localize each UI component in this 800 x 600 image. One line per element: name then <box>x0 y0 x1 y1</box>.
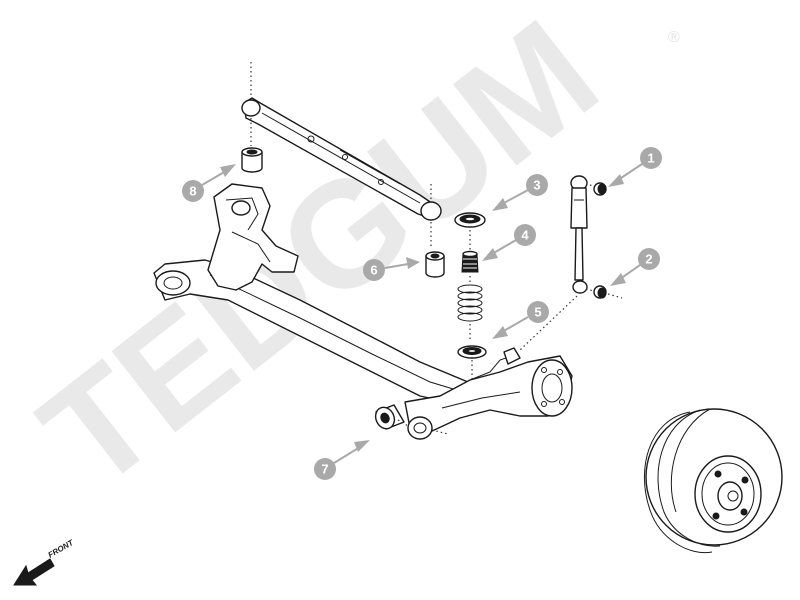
callout-8: 8 <box>182 164 236 202</box>
front-arrow-icon <box>13 558 55 586</box>
spring-seat-upper <box>454 212 486 250</box>
front-label: FRONT <box>47 538 76 560</box>
callout-label-6: 6 <box>370 263 377 278</box>
callout-label-1: 1 <box>647 151 654 166</box>
callout-2: 2 <box>610 248 660 286</box>
callout-label-2: 2 <box>645 252 652 267</box>
bushing-1 <box>593 182 607 196</box>
watermark-text: TEDGUM <box>11 0 627 520</box>
front-direction-indicator: FRONT <box>13 538 76 586</box>
callout-label-7: 7 <box>321 462 328 477</box>
axle-beam <box>153 183 573 440</box>
callout-1: 1 <box>608 147 662 187</box>
shock-absorber <box>519 175 623 351</box>
bushing-2 <box>593 285 607 299</box>
bushing-6 <box>425 251 445 278</box>
coil-spring <box>457 284 483 340</box>
wheel-tire <box>643 408 783 554</box>
callout-label-3: 3 <box>533 178 540 193</box>
spring-seat-lower <box>457 345 487 380</box>
callout-label-4: 4 <box>521 228 529 243</box>
callout-5: 5 <box>492 301 549 339</box>
callout-label-8: 8 <box>189 184 196 199</box>
callouts: 1 2 3 4 5 <box>182 147 662 480</box>
callout-7: 7 <box>314 440 370 480</box>
callout-6: 6 <box>363 257 420 281</box>
callout-3: 3 <box>492 174 548 211</box>
watermark-registered-mark: ® <box>668 29 680 46</box>
bushing-8 <box>241 118 263 173</box>
callout-label-5: 5 <box>534 305 541 320</box>
upper-rod <box>241 62 442 248</box>
bushing-7 <box>374 404 449 435</box>
callout-4: 4 <box>482 224 536 261</box>
bump-stop <box>461 250 479 284</box>
